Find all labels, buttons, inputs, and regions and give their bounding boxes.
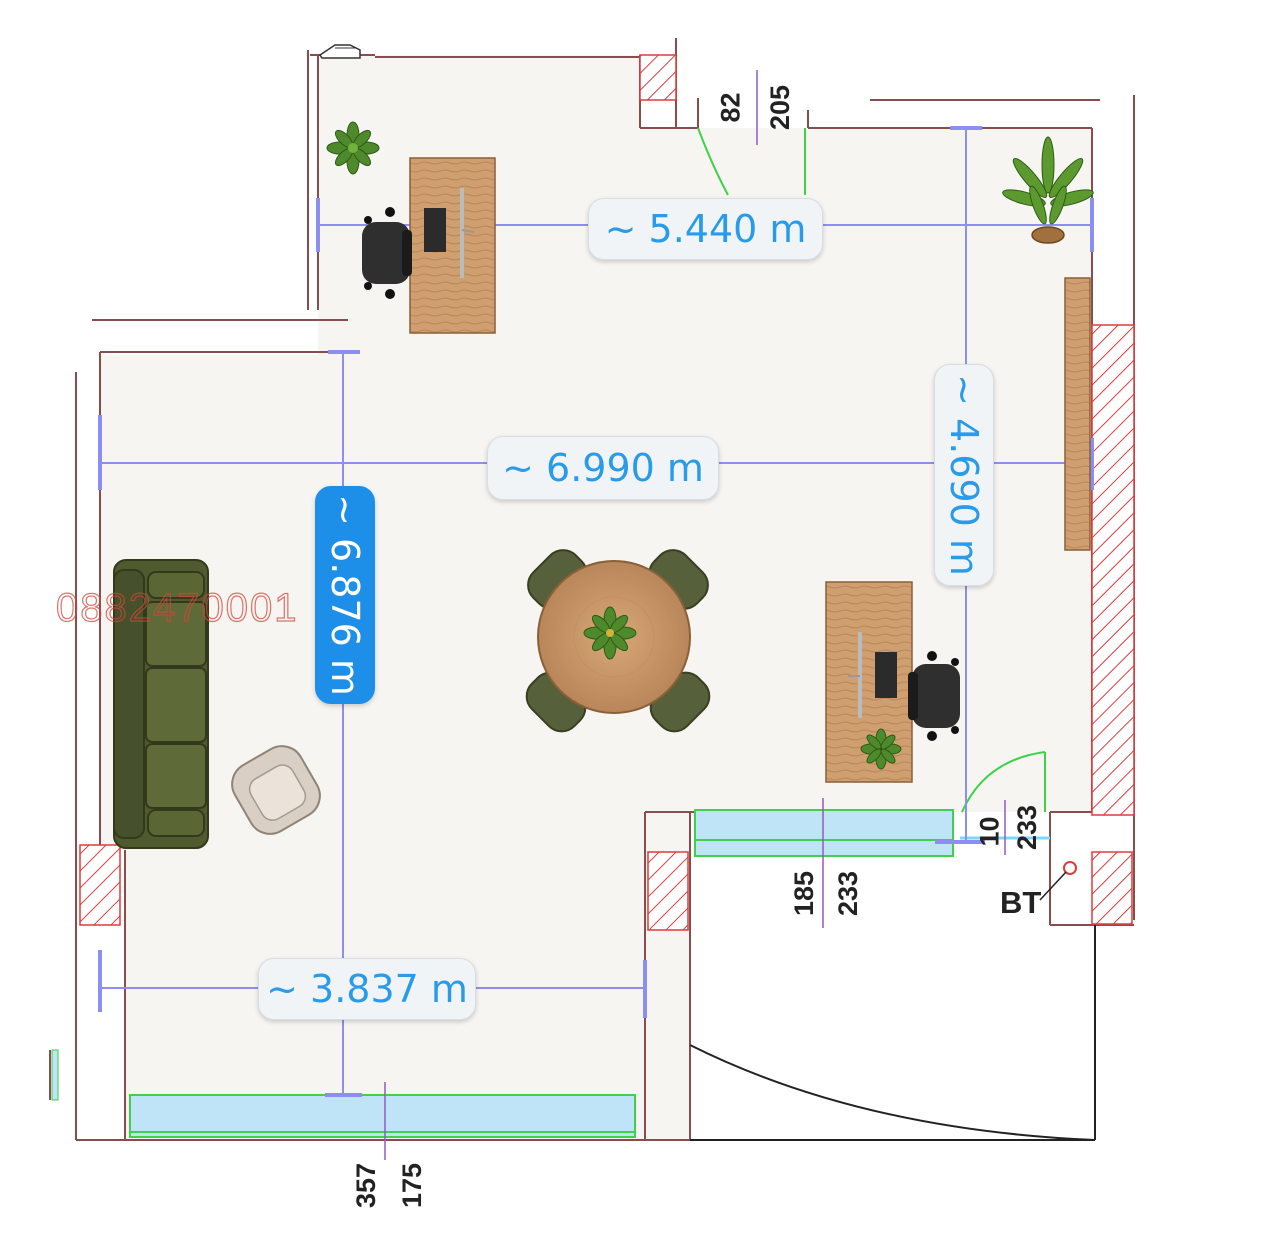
pillars bbox=[79, 54, 1135, 931]
plant-icon bbox=[326, 121, 380, 175]
measurement-label: ~ 5.440 m bbox=[604, 207, 807, 251]
measurement-label: ~ 3.837 m bbox=[266, 967, 468, 1011]
entrance-door bbox=[689, 925, 1096, 1141]
measurement-right-height[interactable]: ~ 4.690 m bbox=[934, 364, 994, 586]
measurement-label: ~ 4.690 m bbox=[942, 374, 986, 576]
dimension-window-bottom-a: 357 bbox=[351, 1162, 382, 1209]
potted-tree-icon bbox=[1002, 136, 1094, 244]
window-bottom bbox=[51, 1049, 636, 1138]
dimension-top-door-a: 82 bbox=[715, 92, 746, 123]
dimension-top-door-b: 205 bbox=[765, 84, 796, 131]
measurement-main-height[interactable]: ~ 6.876 m bbox=[315, 486, 375, 704]
vent-icon bbox=[318, 44, 361, 59]
bt-label: BT bbox=[1000, 885, 1042, 920]
measurement-main-width[interactable]: ~ 6.990 m bbox=[487, 436, 719, 500]
dimension-window-mid-b: 233 bbox=[833, 870, 864, 917]
watermark: 0882470001 bbox=[55, 585, 299, 630]
sofa-icon bbox=[113, 559, 209, 849]
dimension-window-mid-a: 185 bbox=[789, 870, 820, 917]
bt-meter-icon bbox=[1039, 861, 1077, 901]
window-middle bbox=[694, 809, 954, 857]
office-chair-icon bbox=[908, 651, 960, 741]
armchair-icon bbox=[231, 745, 321, 835]
door-top bbox=[697, 127, 806, 196]
measurement-bottom-width[interactable]: ~ 3.837 m bbox=[258, 958, 476, 1020]
plant-icon bbox=[860, 728, 902, 770]
measurement-label: ~ 6.876 m bbox=[323, 494, 367, 696]
desk-icon bbox=[409, 157, 496, 334]
round-table-icon bbox=[525, 549, 711, 733]
shelf-icon bbox=[1064, 277, 1091, 551]
measurement-top-width[interactable]: ~ 5.440 m bbox=[588, 198, 823, 260]
measurement-label: ~ 6.990 m bbox=[502, 446, 704, 490]
dimension-door-right-a: 10 bbox=[974, 816, 1005, 847]
dimension-door-right-b: 233 bbox=[1012, 804, 1043, 851]
office-chair-icon bbox=[362, 207, 412, 299]
dimension-window-bottom-b: 175 bbox=[397, 1162, 428, 1209]
dimension-ticks bbox=[384, 70, 1006, 1160]
